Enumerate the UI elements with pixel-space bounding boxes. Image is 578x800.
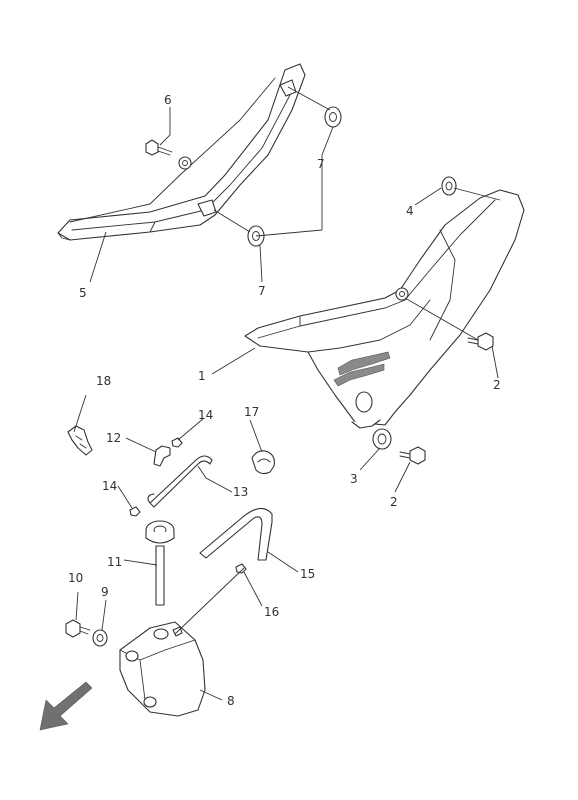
callout-4: 4 (406, 204, 414, 218)
callout-9: 9 (101, 585, 109, 599)
callout-15: 15 (300, 567, 315, 581)
part-14-clamp-lower (129, 506, 141, 517)
part-7-grommet-upper (324, 106, 342, 128)
callout-13: 13 (233, 485, 248, 499)
callout-5: 5 (79, 286, 87, 300)
callout-12: 12 (106, 431, 121, 445)
callout-1: 1 (198, 369, 206, 383)
part-6-bolt (145, 139, 173, 156)
callout-17: 17 (244, 405, 259, 419)
part-17-clamp (251, 450, 275, 475)
part-11-tank-cap-tube (145, 520, 175, 606)
part-13-hose (147, 455, 213, 508)
part-5-side-bracket (57, 63, 306, 241)
front-direction-arrow-icon (39, 681, 93, 731)
callout-7-lower: 7 (258, 284, 266, 298)
part-12-elbow-fitting (153, 445, 171, 467)
callout-10: 10 (68, 571, 83, 585)
part-16-clip (235, 563, 247, 574)
callout-7-upper: 7 (317, 157, 325, 171)
part-10-bolt (65, 619, 91, 638)
callout-2-upper: 2 (493, 378, 501, 392)
part-3-collar (372, 428, 392, 450)
callout-8: 8 (227, 694, 235, 708)
part-15-hose (199, 507, 273, 561)
leader-lines (73, 86, 501, 701)
part-18-clip (67, 425, 93, 456)
part-1-side-cover (244, 189, 525, 429)
callout-16: 16 (264, 605, 279, 619)
callout-14-upper: 14 (198, 408, 213, 422)
part-4-grommet (441, 176, 457, 196)
callout-labels: 6 7 7 5 4 1 2 3 2 18 14 12 17 13 14 11 1… (68, 93, 501, 708)
part-14-clamp-upper (171, 437, 183, 448)
callout-14-lower: 14 (102, 479, 117, 493)
part-8-reservoir-tank (119, 621, 206, 717)
part-9-collar (92, 629, 108, 647)
callout-2-lower: 2 (390, 495, 398, 509)
callout-18: 18 (96, 374, 111, 388)
part-2-bolt-upper (467, 332, 494, 351)
part-2-bolt-lower (399, 446, 426, 465)
callout-11: 11 (107, 555, 122, 569)
callout-6: 6 (164, 93, 172, 107)
callout-3: 3 (350, 472, 358, 486)
